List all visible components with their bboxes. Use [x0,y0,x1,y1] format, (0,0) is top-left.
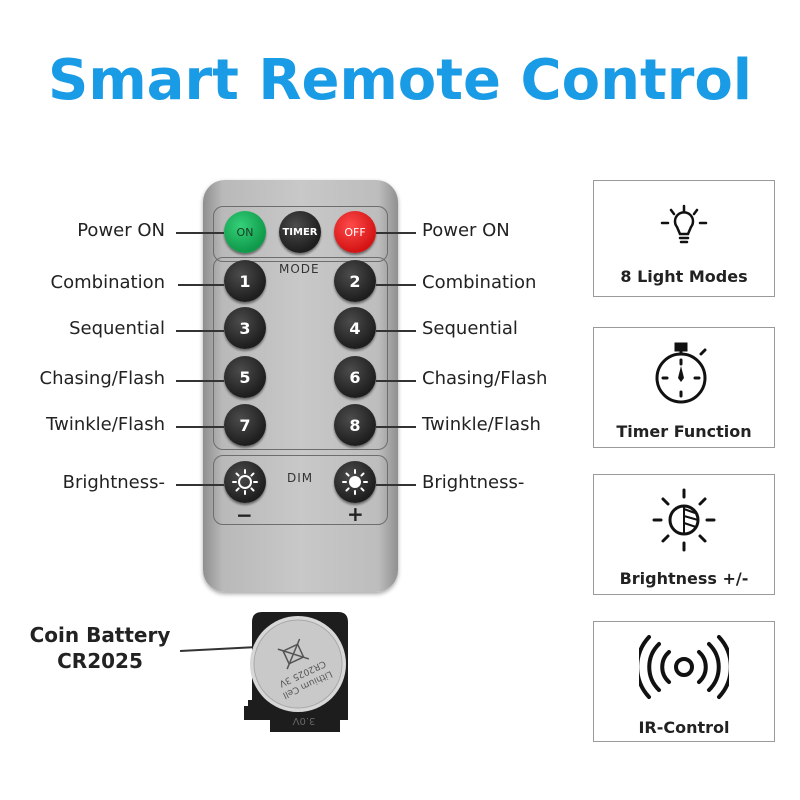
leader-line [376,484,416,486]
label-right-combination: Combination [422,272,537,293]
bulb-icon [660,204,708,244]
label-right-sequential: Sequential [422,318,518,339]
leader-line [376,284,416,286]
leader-line [176,426,224,428]
brightness-icon [652,488,716,552]
label-left-combination: Combination [50,272,165,293]
dim-minus-button[interactable] [224,461,266,503]
coin-battery: Lithium Cell CR2025 3V 3.0V [244,612,348,732]
on-button[interactable]: ON [224,211,266,253]
battery-holder-print: 3.0V [292,715,315,726]
dim-panel [213,455,388,525]
feature-light-modes: 8 Light Modes [593,180,775,297]
mode-button-4[interactable]: 4 [334,307,376,349]
mode-button-3[interactable]: 3 [224,307,266,349]
feature-timer: Timer Function [593,327,775,448]
timer-button[interactable]: TIMER [279,211,321,253]
leader-line [176,330,224,332]
minus-sign: − [236,503,253,527]
label-right-brightness: Brightness- [422,472,525,493]
mode-button-6[interactable]: 6 [334,356,376,398]
power-panel [213,206,388,262]
feature-brightness: Brightness +/- [593,474,775,595]
leader-line [176,484,224,486]
leader-line [376,426,416,428]
battery-label-line2: CR2025 [57,649,143,673]
label-left-sequential: Sequential [69,318,165,339]
mode-label: MODE [279,262,320,276]
label-left-twinkle-flash: Twinkle/Flash [46,414,165,435]
stopwatch-icon [655,342,707,404]
sun-icon [342,469,368,495]
label-right-twinkle-flash: Twinkle/Flash [422,414,541,435]
plus-sign: + [347,502,364,526]
label-left-power-on: Power ON [77,220,165,241]
page-title: Smart Remote Control [47,48,753,113]
feature-ir-control: IR-Control [593,621,775,742]
label-right-chasing-flash: Chasing/Flash [422,368,548,389]
sun-icon [232,469,258,495]
battery-label: Coin Battery CR2025 [20,622,180,674]
off-button[interactable]: OFF [334,211,376,253]
mode-panel [213,257,388,450]
leader-line [178,284,224,286]
feature-label: Timer Function [616,422,752,441]
mode-button-1[interactable]: 1 [224,260,266,302]
mode-button-5[interactable]: 5 [224,356,266,398]
mode-button-8[interactable]: 8 [334,404,376,446]
signal-icon [639,635,729,699]
feature-label: Brightness +/- [619,569,749,588]
dim-label: DIM [287,471,314,485]
feature-label: 8 Light Modes [620,267,748,286]
leader-line [376,330,416,332]
leader-line [376,232,416,234]
leader-line [176,380,224,382]
dim-plus-button[interactable] [334,461,376,503]
leader-line [176,232,224,234]
mode-button-7[interactable]: 7 [224,404,266,446]
leader-line [376,380,416,382]
feature-label: IR-Control [638,718,730,737]
label-left-brightness: Brightness- [62,472,165,493]
mode-button-2[interactable]: 2 [334,260,376,302]
remote-control: ON TIMER OFF MODE 1 2 3 4 5 6 7 8 DIM [203,180,398,592]
label-left-chasing-flash: Chasing/Flash [39,368,165,389]
label-right-power-on: Power ON [422,220,510,241]
battery-label-line1: Coin Battery [29,623,171,647]
